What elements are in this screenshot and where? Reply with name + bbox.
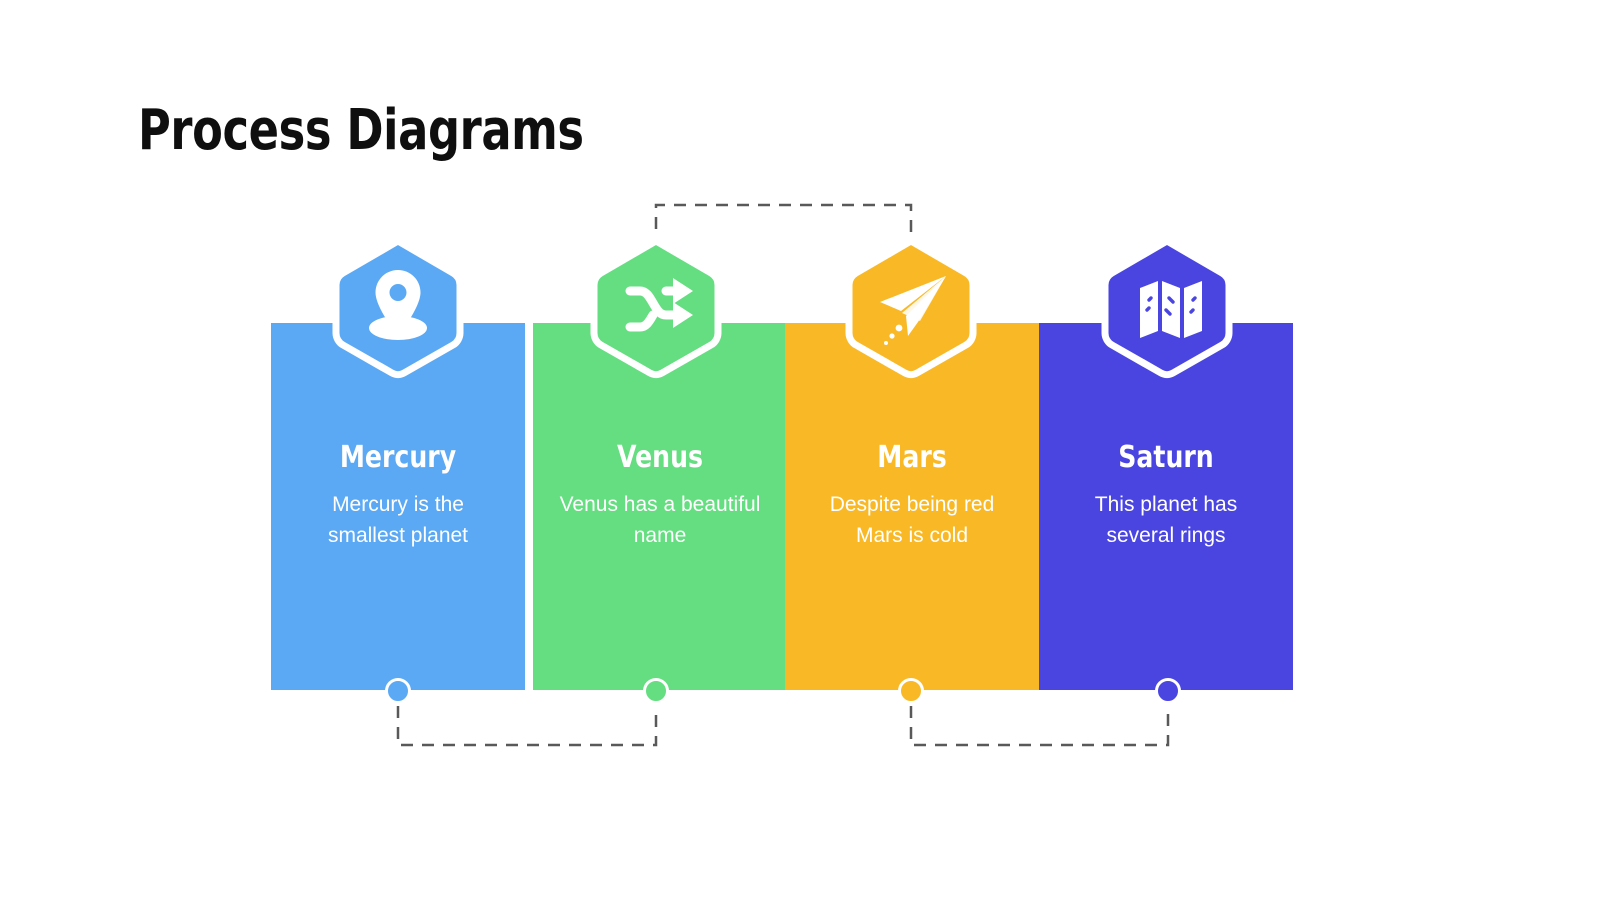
step-badge-mars[interactable] [838,236,984,382]
step-title-mercury: Mercury [339,440,457,475]
step-title-venus: Venus [616,440,704,475]
folded-map-icon [1140,281,1202,338]
step-description-mars: Despite being red Mars is cold [829,493,995,547]
node-dot-saturn[interactable] [1155,678,1181,704]
step-description-saturn: This planet has several rings [1094,493,1238,547]
step-description-mercury: Mercury is the smallest planet [327,493,469,547]
step-title-mars: Mars [877,440,947,475]
connector-bottom-mars-saturn [909,706,1170,747]
step-description-venus: Venus has a beautiful name [559,493,761,547]
node-dot-mars[interactable] [898,678,924,704]
step-badge-mercury[interactable] [325,236,471,382]
shuffle-arrowheads [673,278,693,328]
process-step-card-mercury[interactable]: Mercury Mercury is the smallest planet [271,323,525,690]
page-title: Process Diagrams [138,98,584,163]
folded-map-dashes [1145,296,1197,316]
node-dot-venus[interactable] [643,678,669,704]
paper-plane-icon [880,276,946,345]
step-title-saturn: Saturn [1118,440,1214,475]
process-step-card-mars[interactable]: Mars Despite being red Mars is cold [785,323,1039,690]
step-badge-saturn[interactable] [1094,236,1240,382]
location-pin-icon [369,270,427,340]
connector-bottom-mercury-venus [396,706,658,747]
process-step-card-saturn[interactable]: Saturn This planet has several rings [1039,323,1293,690]
step-badge-venus[interactable] [583,236,729,382]
process-step-card-venus[interactable]: Venus Venus has a beautiful name [533,323,787,690]
node-dot-mercury[interactable] [385,678,411,704]
